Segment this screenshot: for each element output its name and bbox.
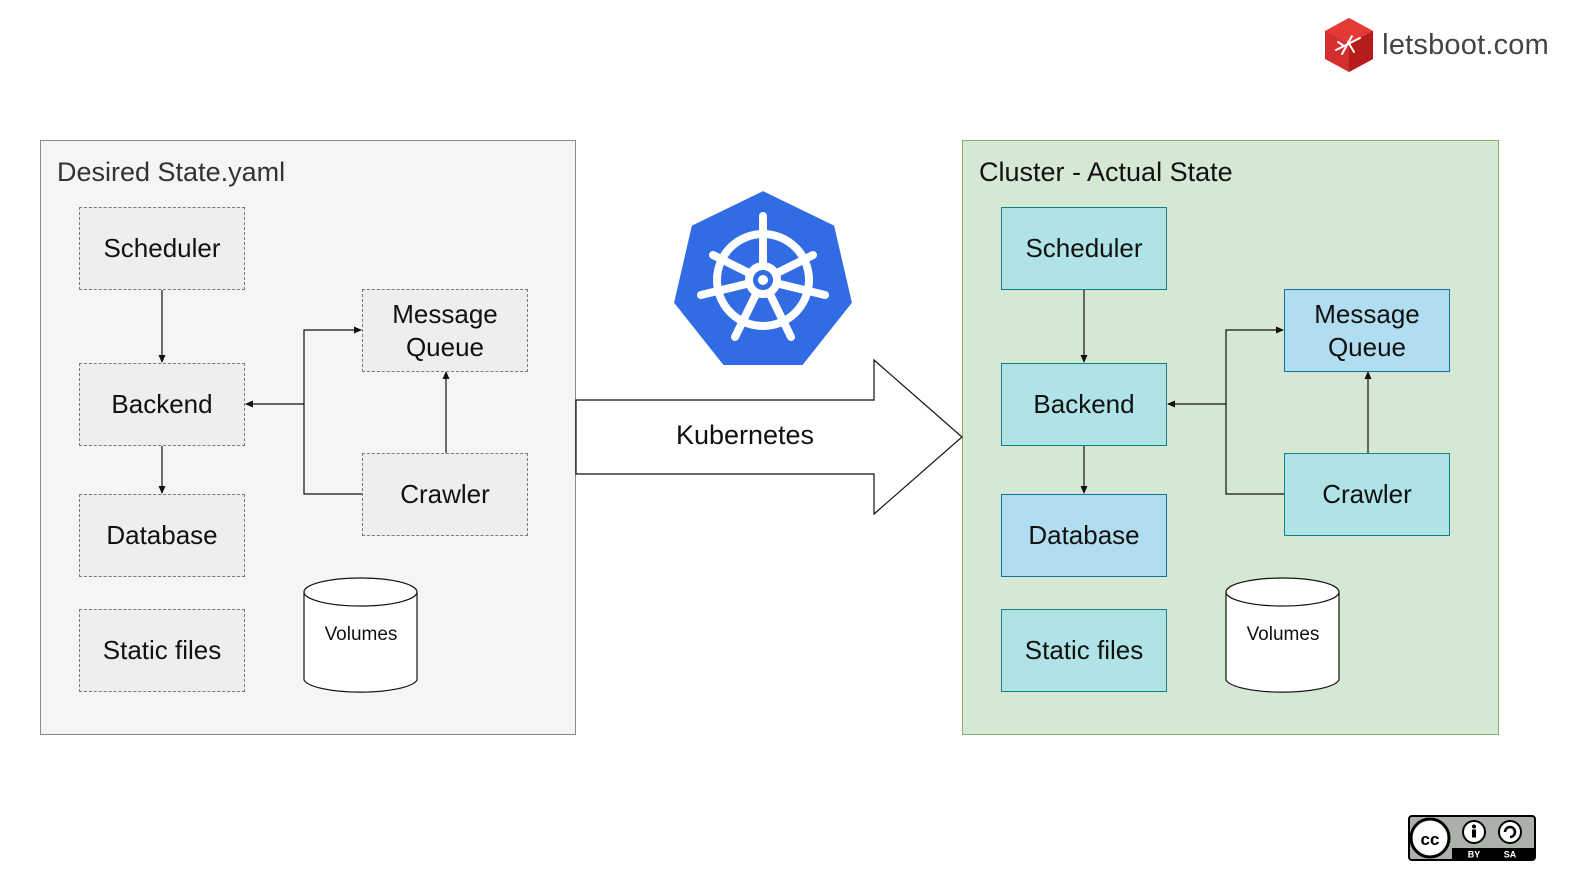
message-queue-label-actual: Message Queue	[1314, 298, 1420, 362]
database-box-desired: Database	[79, 494, 245, 577]
static-files-label-desired: Static files	[102, 635, 222, 665]
crawler-label-actual: Crawler	[1322, 479, 1412, 509]
brand-name: letsboot.com	[1382, 28, 1549, 61]
crawler-label-desired: Crawler	[400, 479, 490, 509]
backend-label-desired: Backend	[111, 389, 213, 419]
database-box-actual: Database	[1001, 494, 1167, 577]
static-files-box-desired: Static files	[79, 609, 245, 692]
message-queue-box-desired: Message Queue	[362, 289, 528, 372]
message-queue-label-desired: Message Queue	[392, 298, 498, 362]
scheduler-box-desired: Scheduler	[79, 207, 245, 290]
volumes-label-desired: Volumes	[324, 624, 398, 645]
database-label-desired: Database	[106, 520, 218, 550]
kubernetes-helm-icon	[672, 189, 854, 367]
crawler-box-actual: Crawler	[1284, 453, 1450, 536]
brand-logo: letsboot.com	[1322, 16, 1549, 74]
cc-by-text: BY	[1468, 850, 1481, 860]
scheduler-label-desired: Scheduler	[103, 233, 221, 263]
crawler-box-desired: Crawler	[362, 453, 528, 536]
cc-by-sa-icon: cc BY SA	[1408, 815, 1536, 861]
static-files-label-actual: Static files	[1024, 635, 1144, 665]
scheduler-box-actual: Scheduler	[1001, 207, 1167, 290]
letsboot-hexagon-icon	[1325, 18, 1374, 72]
scheduler-label-actual: Scheduler	[1025, 233, 1143, 263]
actual-state-title: Cluster - Actual State	[979, 157, 1233, 187]
message-queue-box-actual: Message Queue	[1284, 289, 1450, 372]
database-label-actual: Database	[1028, 520, 1140, 550]
backend-box-desired: Backend	[79, 363, 245, 446]
backend-label-actual: Backend	[1033, 389, 1135, 419]
static-files-box-actual: Static files	[1001, 609, 1167, 692]
backend-box-actual: Backend	[1001, 363, 1167, 446]
desired-state-title: Desired State.yaml	[57, 157, 286, 187]
kubernetes-label: Kubernetes	[675, 420, 815, 450]
cc-sa-text: SA	[1504, 850, 1517, 860]
svg-text:cc: cc	[1421, 830, 1440, 849]
volumes-label-actual: Volumes	[1246, 624, 1320, 645]
